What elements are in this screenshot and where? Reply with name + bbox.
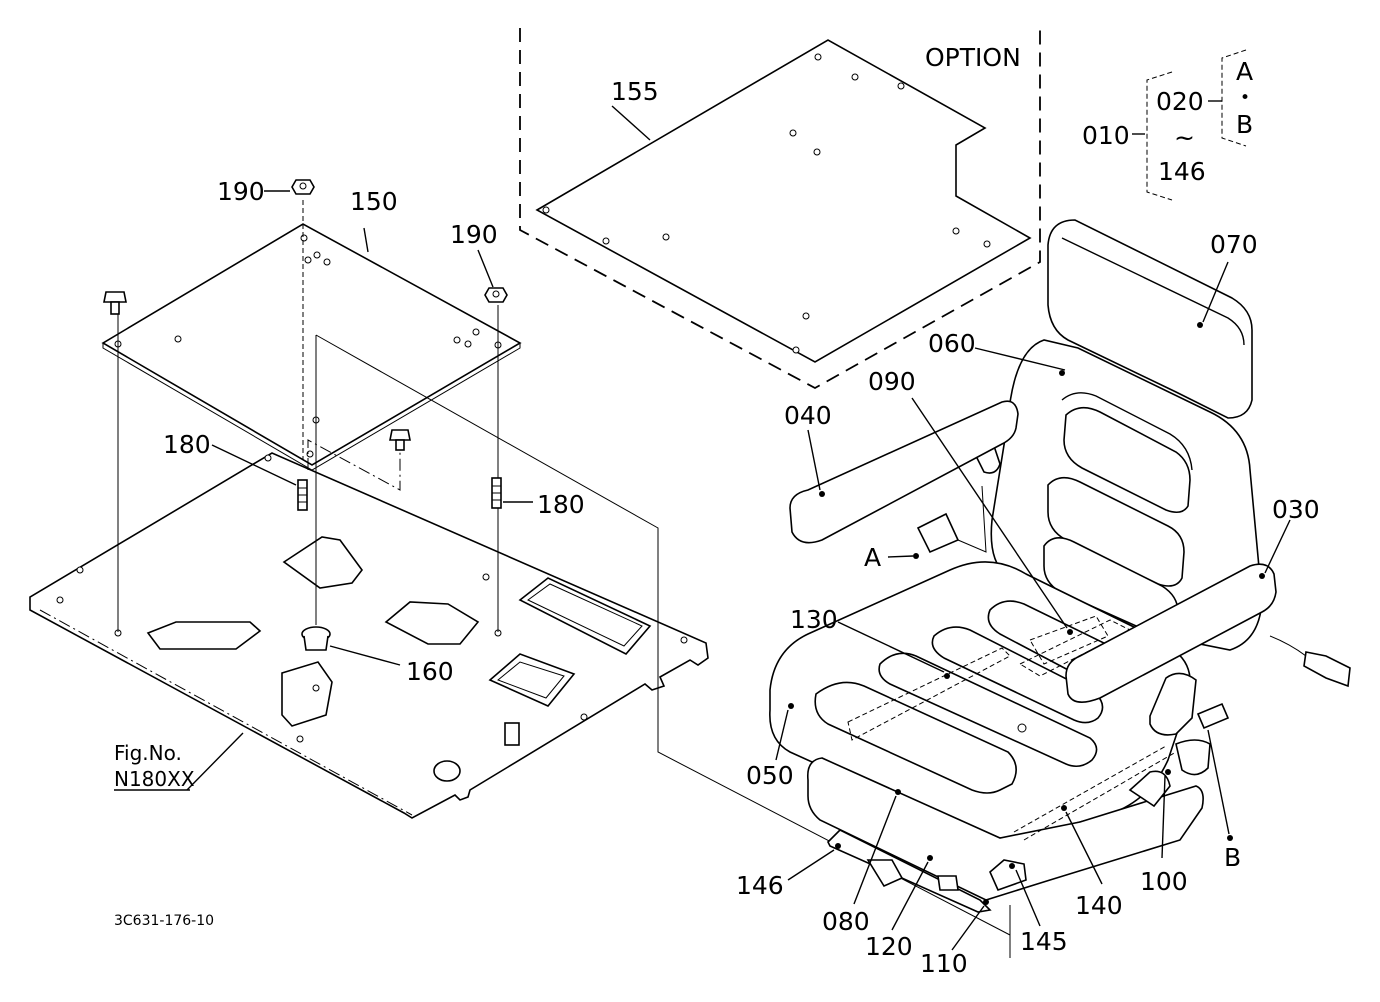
option-boundary [519,28,1041,390]
fig-no-number: N180XX [114,767,195,791]
legend-010: 010 [1082,121,1130,150]
stud-180-right: 180 [491,477,585,519]
drain-hole [433,760,461,782]
callout-180-left: 180 [163,430,211,459]
callout-150: 150 [350,187,398,216]
cutout-4 [384,601,480,645]
cutout-3 [281,661,333,727]
seat-assembly: 070 060 040 A 050 [736,219,1351,978]
callout-060: 060 [928,329,976,358]
bolt-center [389,429,411,451]
armrest-right [1065,563,1277,703]
cutout-2 [282,536,364,589]
callout-190-left: 190 [217,177,265,206]
floor-plate-option [535,39,1032,363]
stud-180-left: 180 [163,430,308,511]
legend-020: 020 [1156,87,1204,116]
armrest-left [789,400,1019,544]
callout-090: 090 [868,367,916,396]
callout-120: 120 [865,932,913,961]
legend-dot: • [1240,88,1250,108]
callout-145: 145 [1020,927,1068,956]
option-label: OPTION [925,43,1021,72]
headrest [1047,219,1253,419]
callout-146: 146 [736,871,784,900]
callout-110: 110 [920,949,968,978]
callout-155: 155 [611,77,659,106]
callout-a: A [864,543,881,572]
legend-146: 146 [1158,157,1206,186]
floor-plate-outline [29,452,709,819]
plate-clip [504,722,520,746]
seat-mount-plate-group: 150 [101,187,522,471]
drawing-code: 3C631-176-10 [114,913,214,929]
callout-180-right: 180 [537,490,585,519]
callout-080: 080 [822,907,870,936]
cutout-1 [146,621,262,650]
callout-100: 100 [1140,867,1188,896]
grommet-160: 160 [301,626,454,686]
callout-190-right: 190 [450,220,498,249]
callout-040: 040 [784,401,832,430]
seat-mount-plate [101,223,522,466]
bolt-left [103,291,127,315]
callout-160: 160 [406,657,454,686]
callout-130: 130 [790,605,838,634]
legend-tilde: ~ [1174,123,1195,152]
plate-155-holes [542,53,991,354]
fig-no-label: Fig.No. [114,741,182,765]
wire-connector [1303,651,1351,688]
callout-b: B [1224,843,1241,872]
callout-070: 070 [1210,230,1258,259]
callout-030: 030 [1272,495,1320,524]
legend-range: 010 020 ~ 146 A • B [1082,49,1253,201]
cutout-5 [518,577,652,655]
nut-190-right: 190 [450,220,508,303]
legend-b: B [1236,110,1253,139]
callout-050: 050 [746,761,794,790]
cutout-6 [488,653,576,707]
cab-floor-plate: Fig.No. N180XX [29,452,709,819]
nut-190-left: 190 [217,177,315,206]
callout-140: 140 [1075,891,1123,920]
option-group: OPTION 155 [519,28,1041,390]
legend-a: A [1236,57,1253,86]
